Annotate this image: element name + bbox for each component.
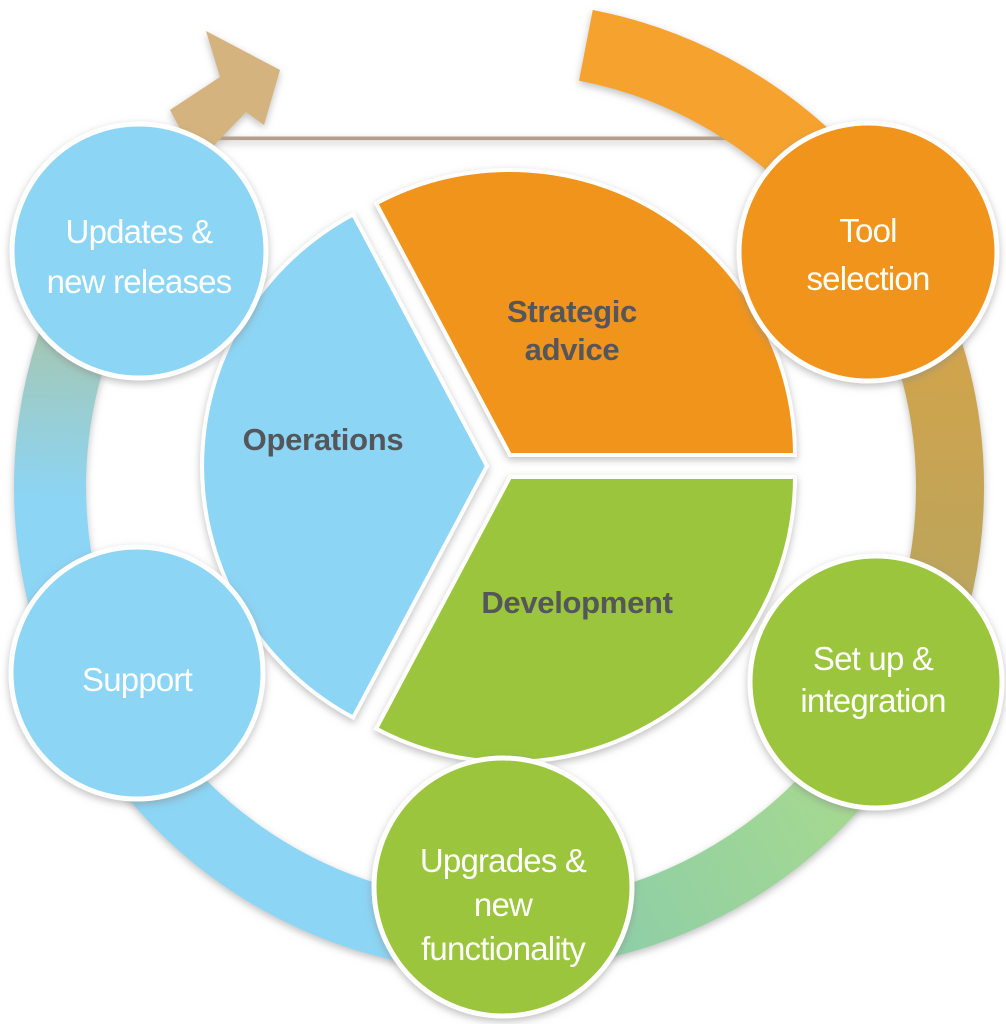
circle-setup-integration xyxy=(747,553,1005,811)
label-setup-line1: Set up & xyxy=(813,640,934,677)
label-upgrades-line3: functionality xyxy=(421,930,586,967)
label-tool-line1: Tool xyxy=(839,212,896,249)
label-support: Support xyxy=(82,661,193,698)
label-tool-line2: selection xyxy=(806,260,929,297)
circle-upgrades xyxy=(371,755,635,1019)
cycle-arrow-icon xyxy=(170,31,280,162)
label-strategic-line2: advice xyxy=(525,332,620,367)
ring-arc-bottom-left xyxy=(123,747,415,962)
circle-updates-new-releases xyxy=(9,121,269,381)
label-development: Development xyxy=(481,585,672,620)
label-updates-line2: new releases xyxy=(47,263,232,300)
label-strategic-line1: Strategic xyxy=(507,294,637,329)
circle-tool-selection xyxy=(736,120,1000,384)
label-setup-line2: integration xyxy=(800,682,945,719)
segment-strategic-advice xyxy=(373,168,798,457)
label-upgrades-line2: new xyxy=(474,886,533,923)
label-operations: Operations xyxy=(243,422,404,457)
connector-line xyxy=(216,136,744,141)
segment-development xyxy=(373,475,798,764)
circle-support xyxy=(8,544,266,802)
segment-operations xyxy=(200,211,490,721)
label-upgrades-line1: Upgrades & xyxy=(420,842,587,879)
label-updates-line1: Updates & xyxy=(66,213,214,250)
